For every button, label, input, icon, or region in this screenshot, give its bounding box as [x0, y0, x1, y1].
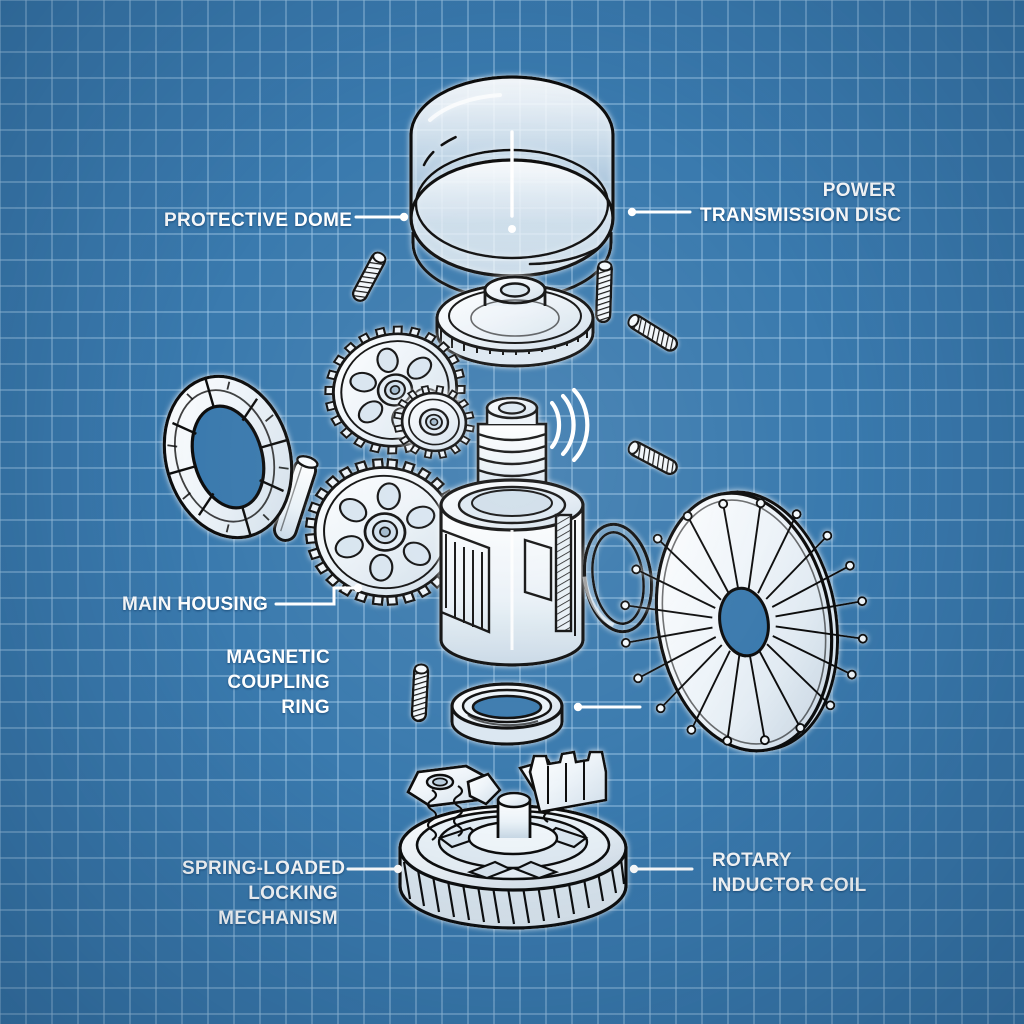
leader-power-transmission-disc — [627, 207, 692, 217]
leader-protective-dome — [354, 212, 409, 222]
signal-waves-icon — [549, 387, 590, 463]
part-spring-loaded-locking-mechanism — [398, 750, 628, 930]
part-power-transmission-disc — [435, 275, 595, 368]
part-magnetic-coupling-ring — [450, 682, 564, 746]
leader-magnetic-coupling-ring — [573, 702, 642, 712]
part-main-housing — [439, 396, 585, 667]
part-idler-pinion — [392, 384, 476, 460]
part-segmented-coupling-torus — [162, 374, 294, 540]
part-rotary-inductor-coil — [620, 490, 868, 753]
assembly-center-axis — [508, 130, 516, 233]
leader-lines — [274, 207, 694, 874]
label-magnetic-coupling-ring: MAGNETIC COUPLING RING — [226, 647, 330, 719]
label-rotary-inductor-coil: ROTARY INDUCTOR COIL — [712, 850, 867, 897]
leader-main-housing — [274, 583, 363, 606]
fastener-pins — [272, 251, 679, 723]
label-power-transmission-disc: POWER TRANSMISSION DISC — [700, 180, 902, 227]
leader-spring-loaded-locking-mechanism — [346, 864, 403, 874]
part-retaining-ring — [582, 522, 654, 634]
label-protective-dome: PROTECTIVE DOME — [164, 210, 353, 231]
label-main-housing: MAIN HOUSING — [122, 594, 269, 615]
label-spring-loaded-locking-mechanism: SPRING-LOADED LOCKING MECHANISM — [182, 858, 346, 930]
leader-rotary-inductor-coil — [629, 864, 694, 874]
